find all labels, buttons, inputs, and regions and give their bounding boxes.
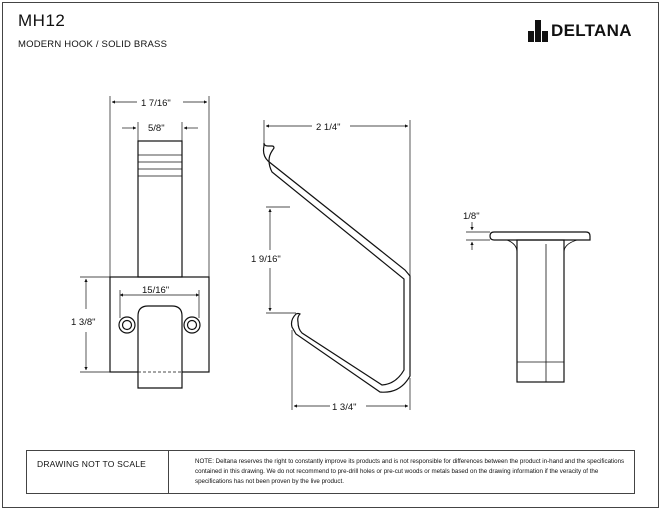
front-hook-face bbox=[137, 305, 183, 389]
dim-side-projection: 1 3/4" bbox=[332, 402, 357, 413]
deltana-logo-icon bbox=[528, 20, 548, 42]
legal-note: NOTE: Deltana reserves the right to cons… bbox=[195, 458, 625, 485]
scale-note: DRAWING NOT TO SCALE bbox=[27, 451, 169, 493]
dim-front-stem-width: 5/8" bbox=[148, 123, 165, 134]
screw-hole-left bbox=[118, 316, 136, 334]
drawing-frame bbox=[2, 2, 659, 508]
end-stem bbox=[516, 239, 565, 383]
dim-side-overall-width: 2 1/4" bbox=[316, 122, 341, 133]
dim-front-plate-height: 1 3/8" bbox=[71, 317, 96, 328]
dim-side-gap-height: 1 9/16" bbox=[251, 254, 281, 265]
front-view bbox=[109, 140, 210, 389]
end-flange bbox=[489, 231, 591, 241]
side-hook-profile bbox=[262, 142, 411, 393]
dim-front-overall-width: 1 7/16" bbox=[141, 98, 171, 109]
footer-box: DRAWING NOT TO SCALE NOTE: Deltana reser… bbox=[26, 450, 635, 494]
end-view bbox=[489, 231, 591, 383]
screw-hole-right bbox=[183, 316, 201, 334]
product-subtitle: MODERN HOOK / SOLID BRASS bbox=[18, 39, 168, 50]
front-stem bbox=[137, 140, 183, 278]
deltana-logo: DELTANA bbox=[528, 20, 632, 42]
dim-front-plate-width: 15/16" bbox=[142, 285, 169, 296]
brand-name: DELTANA bbox=[551, 21, 632, 40]
product-code: MH12 bbox=[18, 11, 66, 30]
dim-top-flange-thickness: 1/8" bbox=[463, 211, 480, 222]
side-view bbox=[262, 142, 411, 393]
